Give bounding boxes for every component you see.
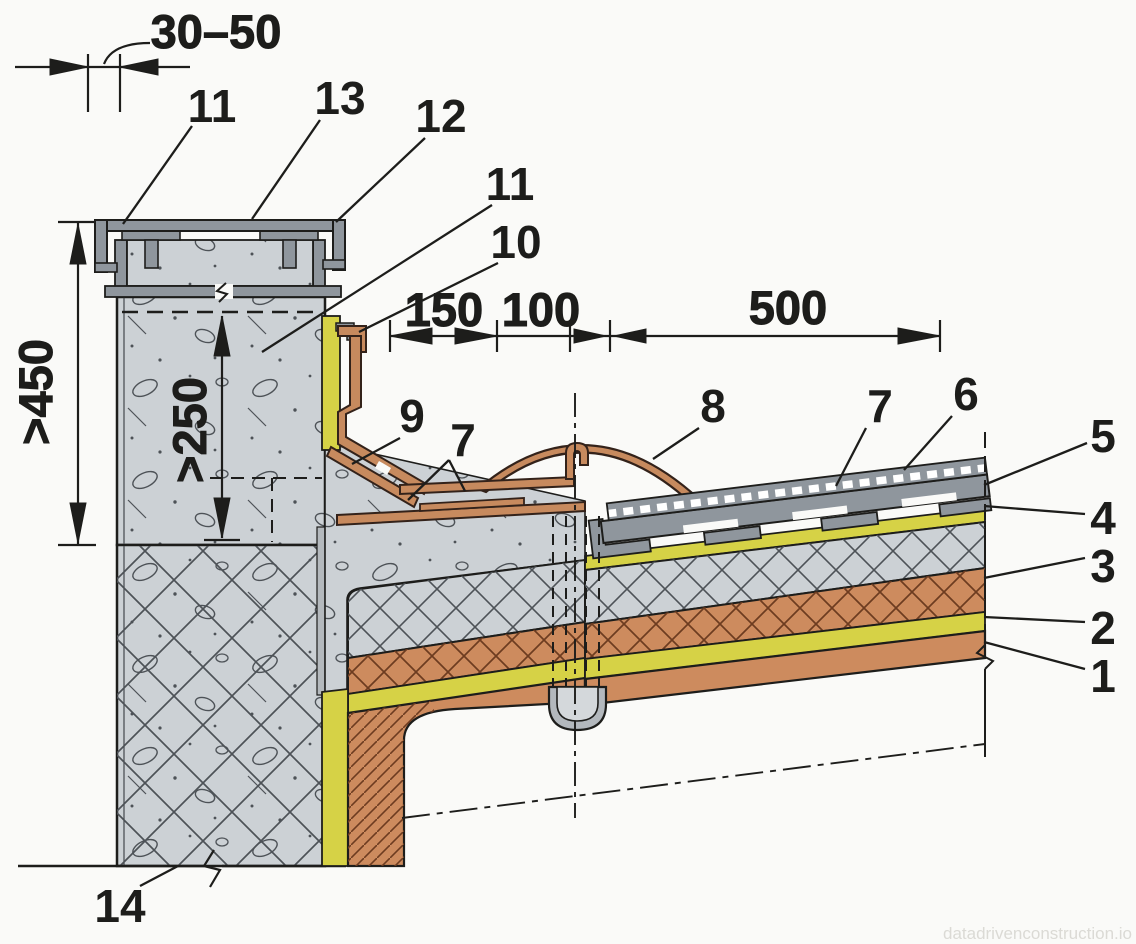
cap-anchor-stem-right xyxy=(282,239,297,269)
leader-8 xyxy=(652,427,700,460)
slab-underside-recess xyxy=(792,505,848,521)
beam-hatch xyxy=(348,698,434,866)
orange-layer-right-hatch xyxy=(585,568,985,659)
leader-11-mid xyxy=(261,204,493,353)
arrowhead xyxy=(613,328,647,344)
callout-12: 12 xyxy=(415,90,466,142)
dim-text-top: 30–50 xyxy=(151,5,282,58)
gutter-end-dam-hook xyxy=(565,441,589,480)
dim-text-parapet: >450 xyxy=(9,339,62,445)
cap-top-plate xyxy=(94,219,346,232)
callout-1: 1 xyxy=(1090,650,1116,702)
arrowhead xyxy=(213,497,231,539)
walkway-pad xyxy=(702,525,763,546)
leader-3 xyxy=(983,556,1086,580)
leader-10 xyxy=(358,261,499,334)
arrowhead xyxy=(49,58,89,76)
wall-face-strip xyxy=(316,526,326,696)
dim-leader-arc xyxy=(102,41,151,65)
wall-crosshatch xyxy=(117,545,325,866)
leader-7-right xyxy=(834,427,868,487)
arrowhead xyxy=(213,315,231,357)
walkway-pad xyxy=(820,510,880,532)
callout-8: 8 xyxy=(700,380,726,432)
callout-9: 9 xyxy=(399,390,425,442)
leader-2 xyxy=(983,615,1086,624)
dim-upstand-250: >250 xyxy=(163,315,240,542)
dim-text-150: 150 xyxy=(405,283,483,336)
callout-7-right: 7 xyxy=(867,380,893,432)
leader-13 xyxy=(251,119,321,220)
slab-underside-recess xyxy=(901,492,957,507)
leader-11-top xyxy=(122,125,193,225)
break-symbol-cap xyxy=(214,282,229,303)
leader-4 xyxy=(983,504,1086,516)
leader-9 xyxy=(351,436,401,466)
gutter-back-sheet xyxy=(325,445,420,509)
insulation-left-hatch xyxy=(348,560,585,658)
membrane-down-strip xyxy=(321,687,349,867)
dimensions: 30–50 >450 >250 xyxy=(9,5,942,547)
cap-drip-right-kick xyxy=(322,259,346,270)
callout-14: 14 xyxy=(94,880,146,932)
apron-step-notch xyxy=(375,461,391,475)
parapet-wall xyxy=(18,295,346,888)
callout-10: 10 xyxy=(490,216,541,268)
insulation-right-hatch xyxy=(585,522,985,624)
callout-numbers: 11 13 12 11 10 9 7 8 7 6 5 4 3 2 1 14 xyxy=(94,72,1116,932)
callout-6: 6 xyxy=(953,368,979,420)
dim-top-30-50: 30–50 xyxy=(15,5,282,112)
leader-14 xyxy=(139,864,179,888)
callout-4: 4 xyxy=(1090,492,1116,544)
dim-chain-horizontal: 150 100 500 xyxy=(388,281,942,352)
arrowhead xyxy=(897,327,941,345)
slab-underside-recess xyxy=(682,518,739,534)
walkway-edge-support xyxy=(587,517,652,560)
arrowhead xyxy=(389,327,433,345)
arrowhead xyxy=(119,58,159,76)
cap-drip-left-kick xyxy=(94,262,118,273)
break-symbol-wall xyxy=(202,849,222,888)
callout-11-mid: 11 xyxy=(486,158,535,210)
watermark: datadrivenconstruction.io xyxy=(943,924,1132,943)
coping-cap-assembly xyxy=(94,219,346,303)
arrowhead xyxy=(454,327,498,345)
walkway-pad xyxy=(938,497,993,518)
dim-text-100: 100 xyxy=(502,283,580,336)
callout-7-left: 7 xyxy=(450,414,476,466)
cut-line-right-break xyxy=(975,644,995,757)
leader-6 xyxy=(903,415,953,471)
roof-layers-right xyxy=(583,506,987,707)
arrowhead xyxy=(69,502,87,544)
leader-7-left-fork xyxy=(407,459,467,501)
copper-flashing-gutter xyxy=(321,315,589,527)
callout-leaders xyxy=(122,119,1088,888)
callout-5: 5 xyxy=(1090,410,1116,462)
callout-13: 13 xyxy=(314,72,365,124)
dim-parapet-450: >450 xyxy=(9,220,96,547)
dim-text-500: 500 xyxy=(749,281,827,334)
callout-11-top: 11 xyxy=(188,80,237,132)
arrowhead xyxy=(573,328,607,344)
arrowhead xyxy=(69,223,87,265)
drain-outlet xyxy=(547,516,608,732)
leader-12 xyxy=(335,137,426,223)
cap-anchor-stem-left xyxy=(144,239,159,269)
hidden-line-recess xyxy=(210,477,322,542)
dim-text-upstand: >250 xyxy=(163,377,216,483)
orange-layer-left-hatch xyxy=(348,622,585,694)
leader-1 xyxy=(983,640,1086,671)
gutter-top-plate xyxy=(399,475,575,496)
gutter-mid-plate xyxy=(419,497,525,512)
walkway-assembly xyxy=(587,456,993,560)
drain-spout-inner xyxy=(556,686,599,722)
callout-3: 3 xyxy=(1090,540,1116,592)
callout-2: 2 xyxy=(1090,602,1116,654)
soffit-dashdot-line xyxy=(401,743,986,819)
reference-lines xyxy=(401,393,995,819)
leader-5 xyxy=(983,441,1088,487)
